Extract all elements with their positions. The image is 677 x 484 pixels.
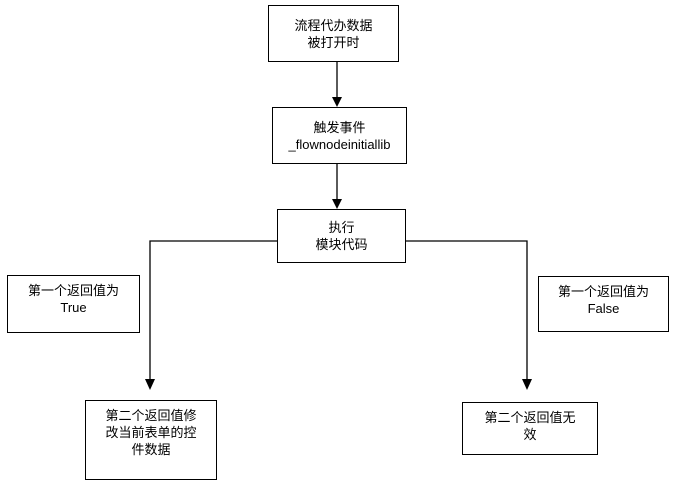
node-label: 流程代办数据 被打开时	[294, 17, 373, 50]
connector-execute-true-branch	[145, 240, 277, 390]
connector-trigger-execute	[332, 164, 342, 209]
arrowhead-down-icon	[332, 97, 342, 107]
node-label: 第二个返回值无 效	[484, 410, 576, 442]
node-process-data-opened: 流程代办数据 被打开时	[268, 5, 399, 62]
node-trigger-event: 触发事件 _flownodeinitiallib	[272, 107, 407, 164]
node-label: 触发事件 _flownodeinitiallib	[288, 119, 391, 152]
node-second-return-modifies-form: 第二个返回值修 改当前表单的控 件数据	[85, 400, 217, 480]
node-first-return-true: 第一个返回值为 True	[7, 275, 140, 333]
arrowhead-down-icon	[522, 379, 532, 390]
connector-execute-false-branch	[406, 240, 532, 390]
node-label: 执行 模块代码	[315, 220, 368, 252]
node-second-return-invalid: 第二个返回值无 效	[462, 402, 598, 455]
node-label: 第一个返回值为 False	[557, 284, 649, 316]
node-label: 第一个返回值为 True	[27, 283, 119, 315]
arrowhead-down-icon	[332, 199, 342, 209]
connector-start-trigger	[332, 62, 342, 107]
node-label: 第二个返回值修 改当前表单的控 件数据	[105, 408, 197, 457]
node-first-return-false: 第一个返回值为 False	[538, 276, 669, 332]
arrowhead-down-icon	[145, 379, 155, 390]
node-execute-module-code: 执行 模块代码	[277, 209, 406, 263]
